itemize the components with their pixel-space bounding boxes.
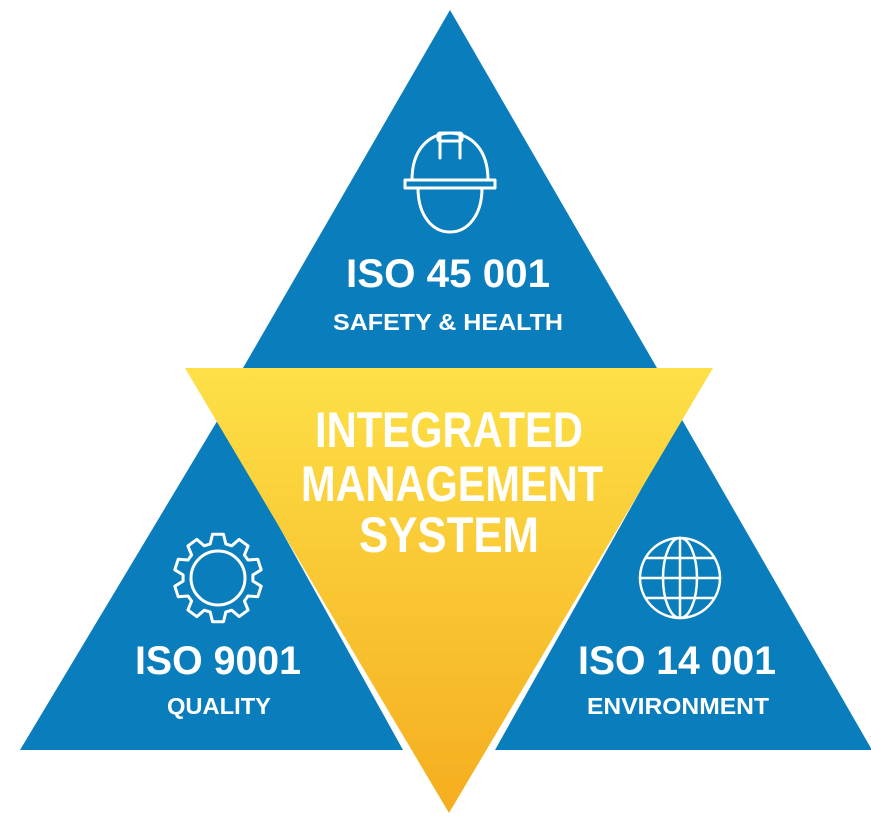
gear-outline: [173, 532, 263, 624]
center-title-line-2: MANAGEMENT: [301, 456, 603, 512]
top-name: SAFETY & HEALTH: [333, 309, 563, 335]
gear-inner-ring: [189, 549, 247, 607]
right-code: ISO 14 001: [578, 639, 776, 683]
right-name: ENVIRONMENT: [587, 693, 769, 719]
center-title: INTEGRATED MANAGEMENT SYSTEM: [301, 402, 603, 563]
right-triangle: [495, 418, 871, 750]
hard-hat-icon: [403, 131, 497, 234]
center-title-line-1: INTEGRATED: [315, 402, 583, 458]
globe-icon: [638, 536, 722, 620]
gear-icon: [173, 532, 263, 624]
center-triangle: [185, 368, 713, 813]
center-title-line-3: SYSTEM: [359, 507, 539, 563]
left-triangle: [20, 418, 403, 750]
left-name: QUALITY: [167, 693, 271, 719]
left-code: ISO 9001: [135, 639, 301, 683]
top-code: ISO 45 001: [346, 252, 550, 296]
